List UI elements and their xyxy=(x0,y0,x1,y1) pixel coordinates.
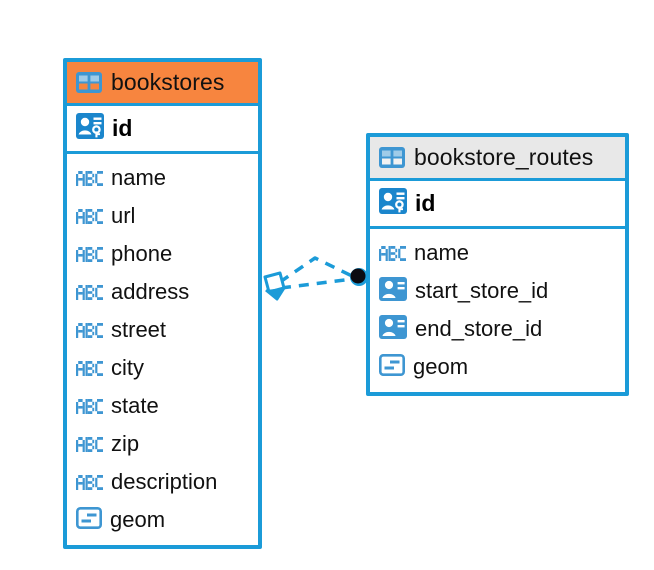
entity-title: bookstore_routes xyxy=(414,144,594,170)
table-grid-icon xyxy=(76,72,102,93)
column-label: name xyxy=(414,240,470,265)
abc-text-icon xyxy=(76,246,103,262)
column-row[interactable]: name xyxy=(67,159,258,197)
column-row[interactable]: geom xyxy=(370,348,625,386)
column-row[interactable]: zip xyxy=(67,425,258,463)
abc-text-icon xyxy=(76,436,103,452)
column-label: end_store_id xyxy=(415,316,543,341)
column-list: name start_store_id xyxy=(370,229,625,392)
entity-table-bookstores[interactable]: bookstores id xyxy=(63,58,262,549)
abc-text-icon xyxy=(379,245,406,261)
column-label: zip xyxy=(111,431,140,456)
column-label: url xyxy=(111,203,136,228)
column-label: street xyxy=(111,317,167,342)
column-row[interactable]: url xyxy=(67,197,258,235)
column-row[interactable]: start_store_id xyxy=(370,272,625,310)
abc-text-icon xyxy=(76,284,103,300)
primary-key-icon xyxy=(76,113,104,144)
column-row[interactable]: description xyxy=(67,463,258,501)
entity-header-bookstore-routes[interactable]: bookstore_routes xyxy=(370,137,625,181)
column-row[interactable]: street xyxy=(67,311,258,349)
column-label: name xyxy=(111,165,167,190)
column-label: geom xyxy=(110,507,166,532)
geometry-icon xyxy=(378,353,405,381)
column-label: city xyxy=(111,355,144,380)
geometry-icon xyxy=(75,506,102,534)
relationship-line-arc xyxy=(279,256,353,284)
column-row[interactable]: address xyxy=(67,273,258,311)
column-row[interactable]: geom xyxy=(67,501,258,539)
foreign-key-icon xyxy=(379,314,407,344)
column-label: description xyxy=(111,469,218,494)
column-label: start_store_id xyxy=(415,278,549,303)
column-row[interactable]: state xyxy=(67,387,258,425)
abc-text-icon xyxy=(76,474,103,490)
abc-text-icon xyxy=(76,360,103,376)
abc-text-icon xyxy=(76,208,103,224)
column-row[interactable]: end_store_id xyxy=(370,310,625,348)
column-list: name u xyxy=(67,154,258,545)
entity-header-bookstores[interactable]: bookstores xyxy=(67,62,258,106)
primary-key-row[interactable]: id xyxy=(67,106,258,154)
foreign-key-icon xyxy=(379,276,407,306)
abc-text-icon xyxy=(76,398,103,414)
entity-title: bookstores xyxy=(111,69,225,95)
primary-key-label: id xyxy=(415,190,436,216)
abc-text-icon xyxy=(76,322,103,338)
abc-text-icon xyxy=(76,170,103,186)
primary-key-icon xyxy=(379,188,407,219)
relationship-line-straight xyxy=(280,277,353,290)
primary-key-label: id xyxy=(112,115,133,141)
primary-key-row[interactable]: id xyxy=(370,181,625,229)
column-label: address xyxy=(111,279,190,304)
column-label: phone xyxy=(111,241,173,266)
entity-table-bookstore-routes[interactable]: bookstore_routes id xyxy=(366,133,629,396)
column-label: state xyxy=(111,393,159,418)
column-row[interactable]: phone xyxy=(67,235,258,273)
column-row[interactable]: city xyxy=(67,349,258,387)
crows-foot-diamond-icon[interactable] xyxy=(263,271,286,301)
column-row[interactable]: name xyxy=(370,234,625,272)
column-label: geom xyxy=(413,354,469,379)
table-grid-icon xyxy=(379,147,405,168)
